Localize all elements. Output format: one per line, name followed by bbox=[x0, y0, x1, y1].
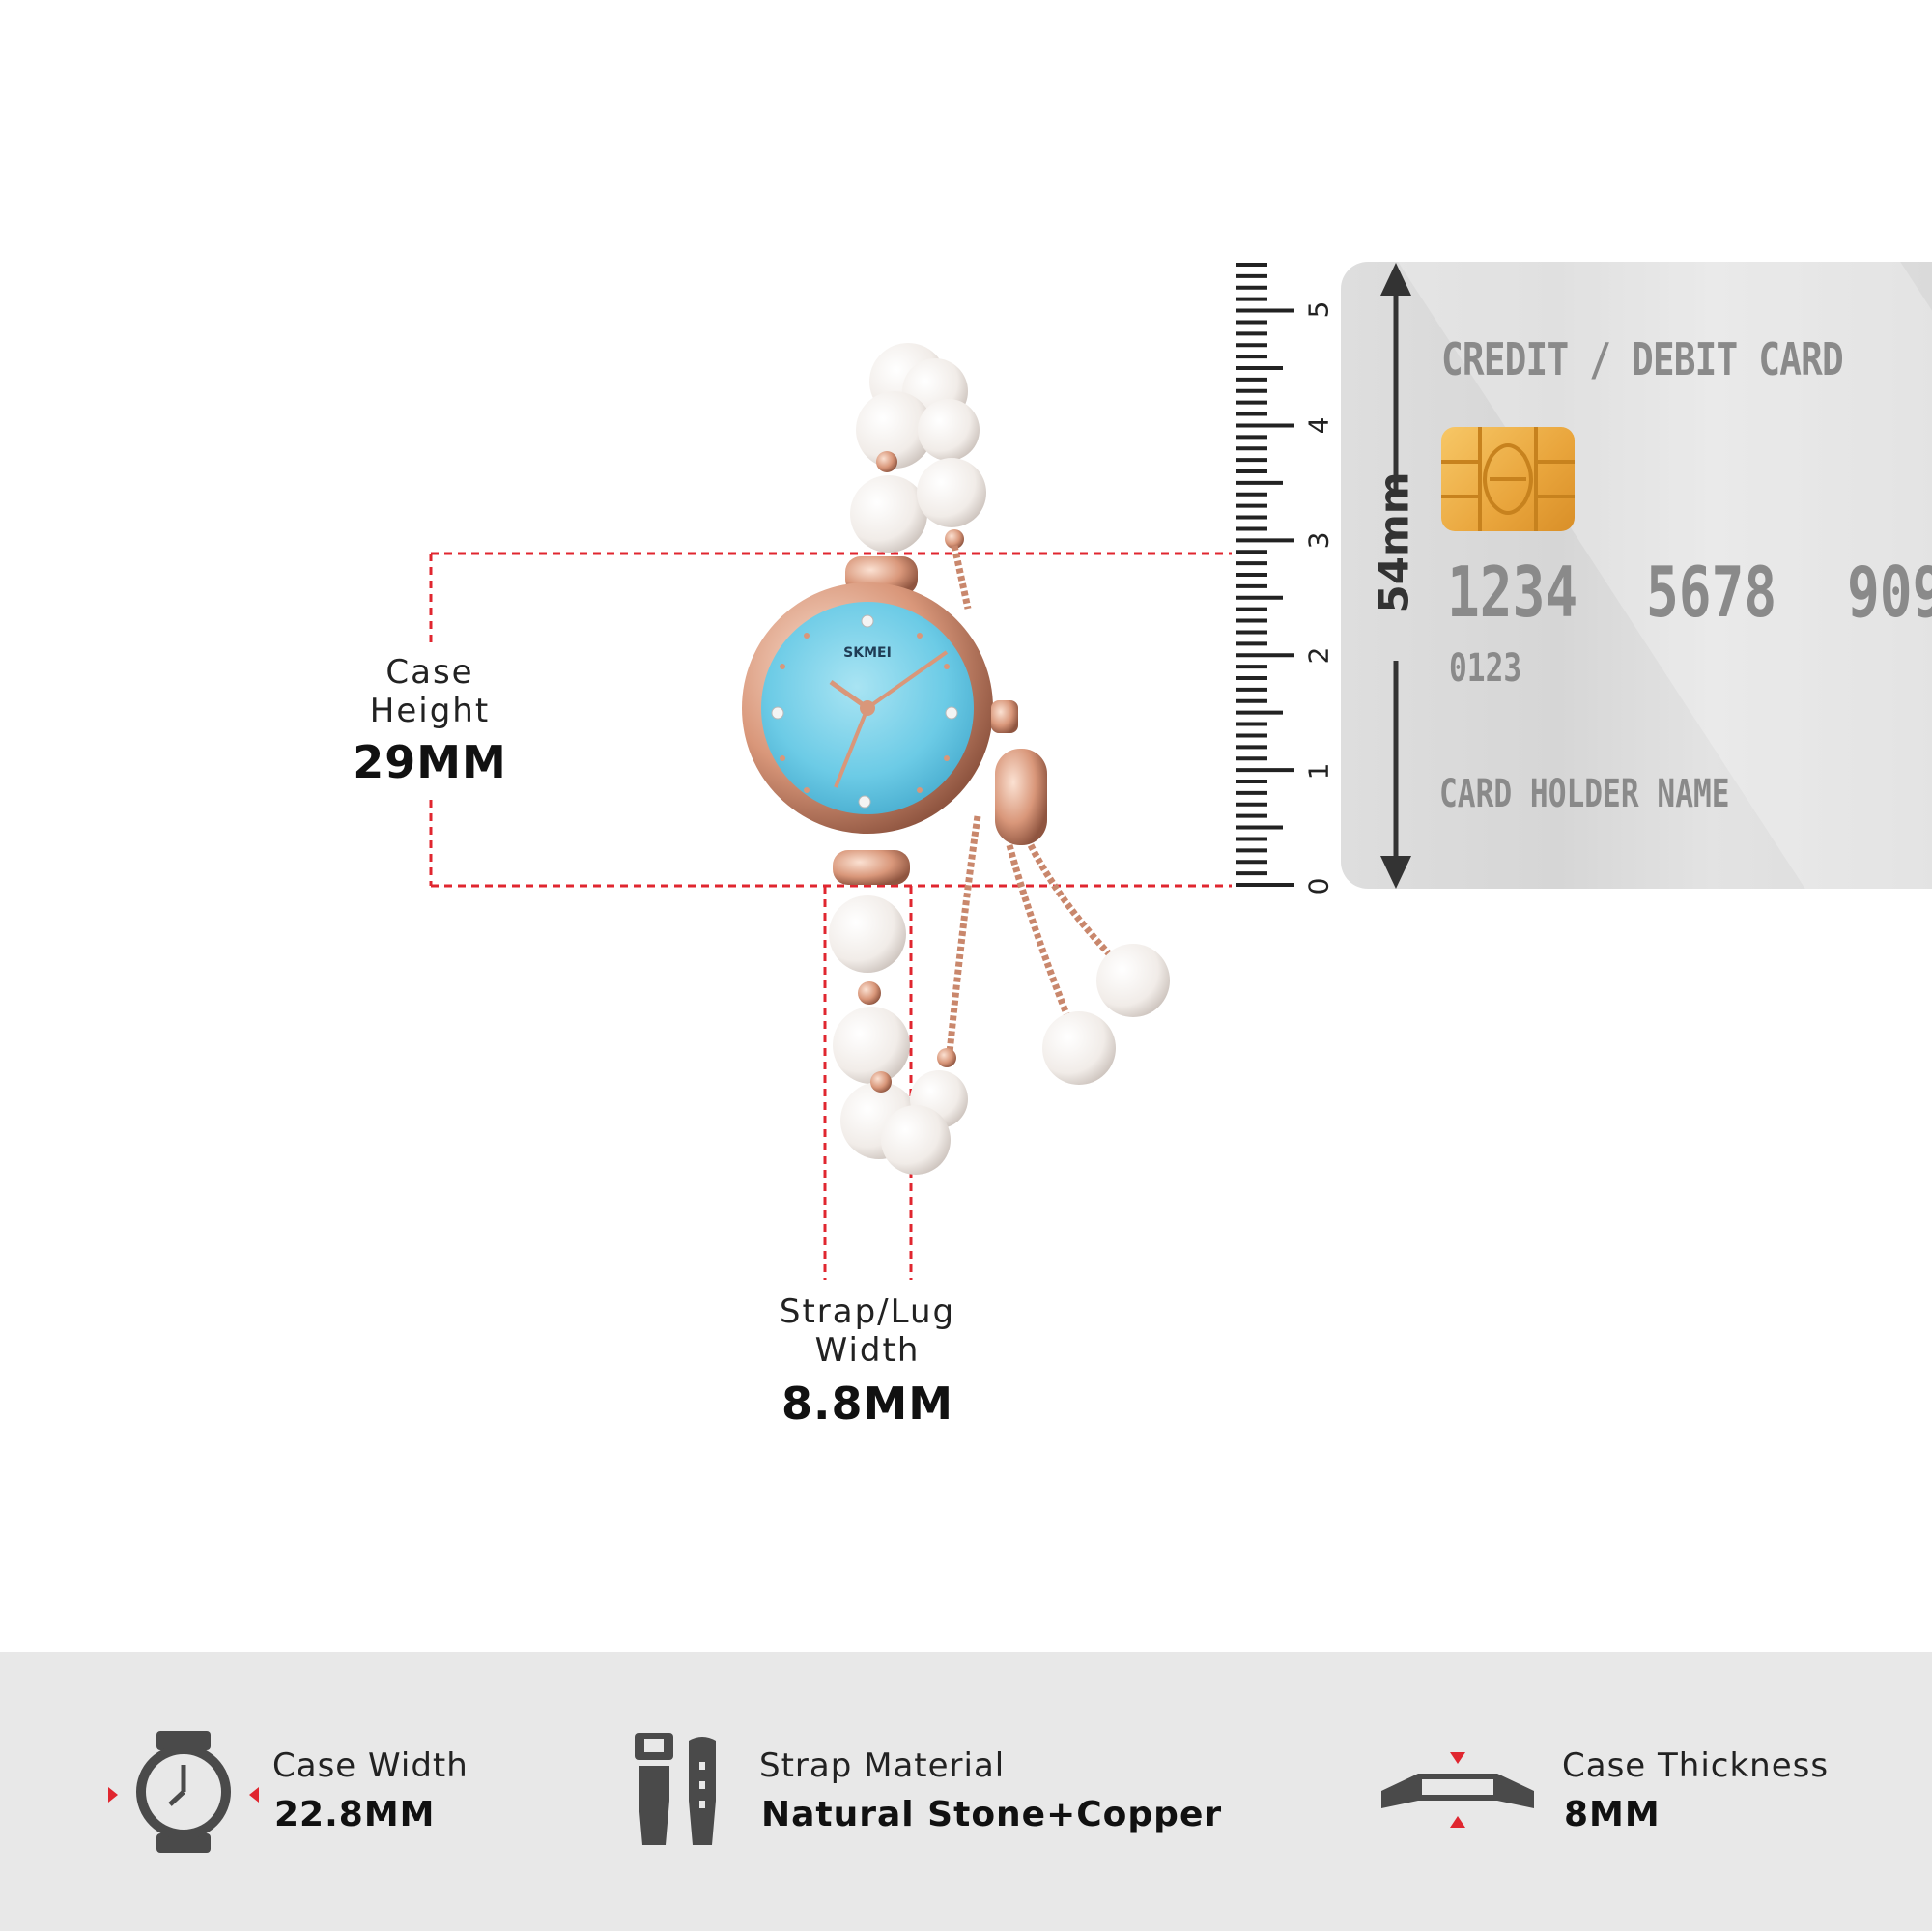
case-height-value: 29MM bbox=[353, 736, 507, 788]
card-height-arrow-icon bbox=[1380, 263, 1411, 889]
case-height-label-line1: Case bbox=[385, 653, 474, 692]
spec-strap-material-value: Natural Stone+Copper bbox=[761, 1795, 1223, 1834]
card-sub-number: 0123 bbox=[1449, 646, 1522, 691]
case-height-label-line2: Height bbox=[369, 692, 491, 730]
strap-width-value: 8.8MM bbox=[781, 1377, 954, 1430]
spec-case-thickness-label: Case Thickness bbox=[1562, 1746, 1830, 1785]
spec-case-width-label: Case Width bbox=[272, 1746, 469, 1785]
watch-image bbox=[742, 343, 1170, 1175]
card-chip-icon bbox=[1441, 427, 1575, 531]
strap-width-label-line2: Width bbox=[814, 1331, 921, 1370]
case-height-label: Case Height bbox=[333, 653, 526, 730]
card-number-group-1: 1234 bbox=[1447, 552, 1578, 633]
card-title: CREDIT / DEBIT CARD bbox=[1441, 333, 1844, 385]
watch-brand: SKMEI bbox=[843, 645, 892, 661]
spec-case-thickness-value: 8MM bbox=[1564, 1795, 1661, 1834]
case-thickness-icon bbox=[1381, 1752, 1534, 1828]
spec-bar: Case Width 22.8MM Strap Material Natural… bbox=[0, 1652, 1932, 1931]
strap-width-label: Strap/Lug Width bbox=[732, 1292, 1003, 1370]
ruler bbox=[1236, 263, 1294, 887]
watch-icon bbox=[108, 1731, 259, 1853]
strap-icon bbox=[635, 1733, 716, 1845]
card-number-group-3: 909 bbox=[1847, 552, 1932, 633]
measurement-lines bbox=[429, 552, 1232, 1280]
spec-strap-material-label: Strap Material bbox=[759, 1746, 1006, 1785]
card-number-group-2: 5678 bbox=[1646, 552, 1777, 633]
strap-width-label-line1: Strap/Lug bbox=[779, 1292, 956, 1331]
card-holder-name: CARD HOLDER NAME bbox=[1439, 772, 1730, 816]
spec-case-width-value: 22.8MM bbox=[274, 1795, 436, 1834]
credit-card-reference: CREDIT / DEBIT CARD 1234 5678 909 0123 C… bbox=[1341, 262, 1932, 889]
